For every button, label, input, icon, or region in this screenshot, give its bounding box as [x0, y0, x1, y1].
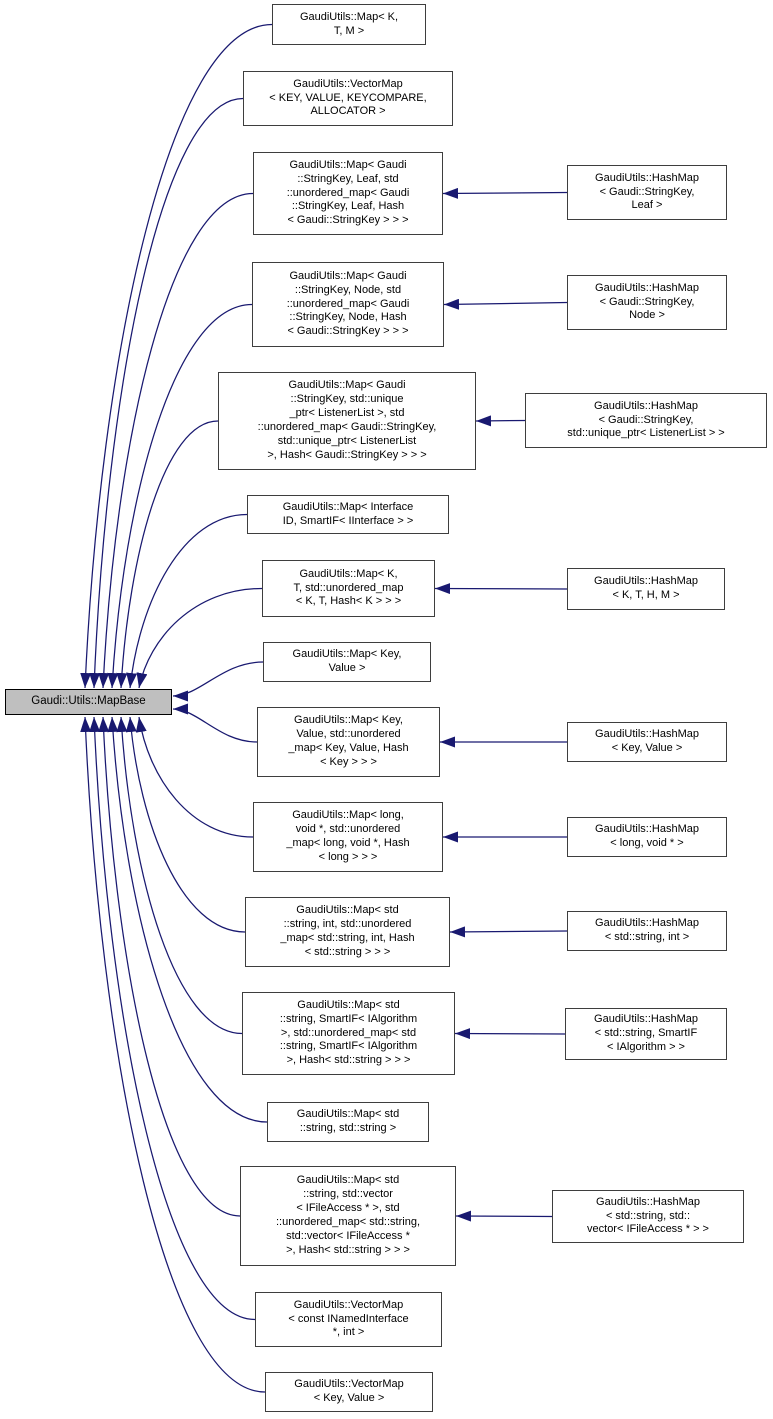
class-node-m10[interactable]: GaudiUtils::Map< long, void *, std::unor… [253, 802, 443, 872]
class-node-label: GaudiUtils::VectorMap < KEY, VALUE, KEYC… [269, 77, 427, 118]
inheritance-edge-m16-mapbase [80, 716, 266, 1393]
class-node-mapbase[interactable]: Gaudi::Utils::MapBase [5, 689, 172, 715]
class-node-m13[interactable]: GaudiUtils::Map< std ::string, std::stri… [267, 1102, 429, 1142]
class-node-label: GaudiUtils::HashMap < std::string, std::… [587, 1195, 709, 1236]
inheritance-edge-h9-m14 [455, 1210, 553, 1222]
class-node-m11[interactable]: GaudiUtils::Map< std ::string, int, std:… [245, 897, 450, 967]
class-node-h1[interactable]: GaudiUtils::HashMap < Gaudi::StringKey, … [567, 165, 727, 220]
inheritance-edge-h7-m11 [449, 926, 568, 938]
class-node-label: GaudiUtils::HashMap < Key, Value > [595, 728, 699, 754]
inheritance-edge-h1-m3 [442, 187, 568, 199]
class-node-m7[interactable]: GaudiUtils::Map< K, T, std::unordered_ma… [262, 560, 435, 617]
class-node-label: GaudiUtils::HashMap < Gaudi::StringKey, … [595, 171, 699, 212]
class-node-label: GaudiUtils::Map< std ::string, int, std:… [280, 904, 415, 958]
class-node-h5[interactable]: GaudiUtils::HashMap < Key, Value > [567, 722, 727, 762]
inheritance-edge-m14-mapbase [98, 716, 241, 1217]
inheritance-edge-m9-mapbase [172, 703, 258, 743]
inheritance-edge-m10-mapbase [135, 716, 254, 838]
inheritance-edge-m13-mapbase [107, 716, 268, 1123]
class-node-m16[interactable]: GaudiUtils::VectorMap < Key, Value > [265, 1372, 433, 1412]
inheritance-edge-h4-m7 [434, 583, 568, 595]
class-node-label: GaudiUtils::Map< std ::string, SmartIF< … [279, 998, 418, 1067]
class-node-label: GaudiUtils::HashMap < std::string, int > [595, 917, 699, 943]
class-node-m4[interactable]: GaudiUtils::Map< Gaudi ::StringKey, Node… [252, 262, 444, 347]
inheritance-edge-m8-mapbase [172, 661, 264, 702]
class-node-h9[interactable]: GaudiUtils::HashMap < std::string, std::… [552, 1190, 744, 1243]
class-node-m2[interactable]: GaudiUtils::VectorMap < KEY, VALUE, KEYC… [243, 71, 453, 126]
class-node-label: GaudiUtils::Map< K, T, M > [299, 10, 399, 37]
class-node-label: GaudiUtils::Map< Key, Value, std::unorde… [288, 714, 409, 768]
class-node-label: GaudiUtils::HashMap < std::string, Smart… [594, 1013, 698, 1053]
class-node-m6[interactable]: GaudiUtils::Map< Interface ID, SmartIF< … [247, 495, 449, 534]
class-node-label: GaudiUtils::Map< Gaudi ::StringKey, Leaf… [286, 158, 410, 227]
class-node-m9[interactable]: GaudiUtils::Map< Key, Value, std::unorde… [257, 707, 440, 777]
inheritance-edge-m4-mapbase [107, 303, 253, 689]
class-node-label: GaudiUtils::Map< std ::string, std::stri… [296, 1108, 400, 1134]
class-node-label: GaudiUtils::Map< Key, Value > [292, 648, 402, 674]
class-node-m3[interactable]: GaudiUtils::Map< Gaudi ::StringKey, Leaf… [253, 152, 443, 235]
inheritance-edge-m11-mapbase [125, 716, 246, 933]
inheritance-edge-m6-mapbase [126, 513, 248, 689]
class-node-label: GaudiUtils::Map< Gaudi ::StringKey, std:… [257, 379, 437, 461]
class-node-label: GaudiUtils::HashMap < K, T, H, M > [594, 575, 698, 601]
class-node-h6[interactable]: GaudiUtils::HashMap < long, void * > [567, 817, 727, 857]
inheritance-edge-h3-m5 [475, 415, 526, 427]
inheritance-edge-m3-mapbase [98, 192, 254, 689]
class-node-h3[interactable]: GaudiUtils::HashMap < Gaudi::StringKey, … [525, 393, 767, 448]
class-node-m8[interactable]: GaudiUtils::Map< Key, Value > [263, 642, 431, 682]
class-node-label: GaudiUtils::HashMap < Gaudi::StringKey, … [595, 281, 699, 322]
class-node-h4[interactable]: GaudiUtils::HashMap < K, T, H, M > [567, 568, 725, 610]
class-node-m1[interactable]: GaudiUtils::Map< K, T, M > [272, 4, 426, 45]
class-node-label: GaudiUtils::HashMap < long, void * > [595, 823, 699, 849]
class-node-h2[interactable]: GaudiUtils::HashMap < Gaudi::StringKey, … [567, 275, 727, 330]
class-node-m12[interactable]: GaudiUtils::Map< std ::string, SmartIF< … [242, 992, 455, 1075]
inheritance-edge-h2-m4 [443, 298, 568, 310]
class-node-m15[interactable]: GaudiUtils::VectorMap < const INamedInte… [255, 1292, 442, 1347]
inheritance-edge-m15-mapbase [89, 716, 256, 1321]
class-node-label: GaudiUtils::VectorMap < Key, Value > [294, 1378, 404, 1404]
inheritance-edge-m7-mapbase [136, 587, 263, 689]
inheritance-edge-m5-mapbase [116, 420, 219, 689]
class-node-h7[interactable]: GaudiUtils::HashMap < std::string, int > [567, 911, 727, 951]
inheritance-edge-m12-mapbase [116, 716, 243, 1035]
inheritance-edge-h8-m12 [454, 1028, 566, 1040]
inheritance-edge-m1-mapbase [80, 23, 273, 689]
class-node-label: GaudiUtils::Map< Gaudi ::StringKey, Node… [286, 269, 410, 338]
class-node-label: GaudiUtils::Map< std ::string, std::vect… [276, 1174, 420, 1256]
class-node-label: GaudiUtils::Map< long, void *, std::unor… [286, 809, 410, 863]
class-node-m14[interactable]: GaudiUtils::Map< std ::string, std::vect… [240, 1166, 456, 1266]
class-node-m5[interactable]: GaudiUtils::Map< Gaudi ::StringKey, std:… [218, 372, 476, 470]
class-node-label: GaudiUtils::HashMap < Gaudi::StringKey, … [567, 399, 725, 440]
class-node-label: Gaudi::Utils::MapBase [31, 695, 146, 708]
class-node-label: GaudiUtils::Map< K, T, std::unordered_ma… [293, 567, 404, 608]
inheritance-edge-m2-mapbase [89, 97, 244, 689]
class-node-h8[interactable]: GaudiUtils::HashMap < std::string, Smart… [565, 1008, 727, 1060]
class-node-label: GaudiUtils::Map< Interface ID, SmartIF< … [282, 500, 414, 527]
class-node-label: GaudiUtils::VectorMap < const INamedInte… [288, 1298, 409, 1339]
